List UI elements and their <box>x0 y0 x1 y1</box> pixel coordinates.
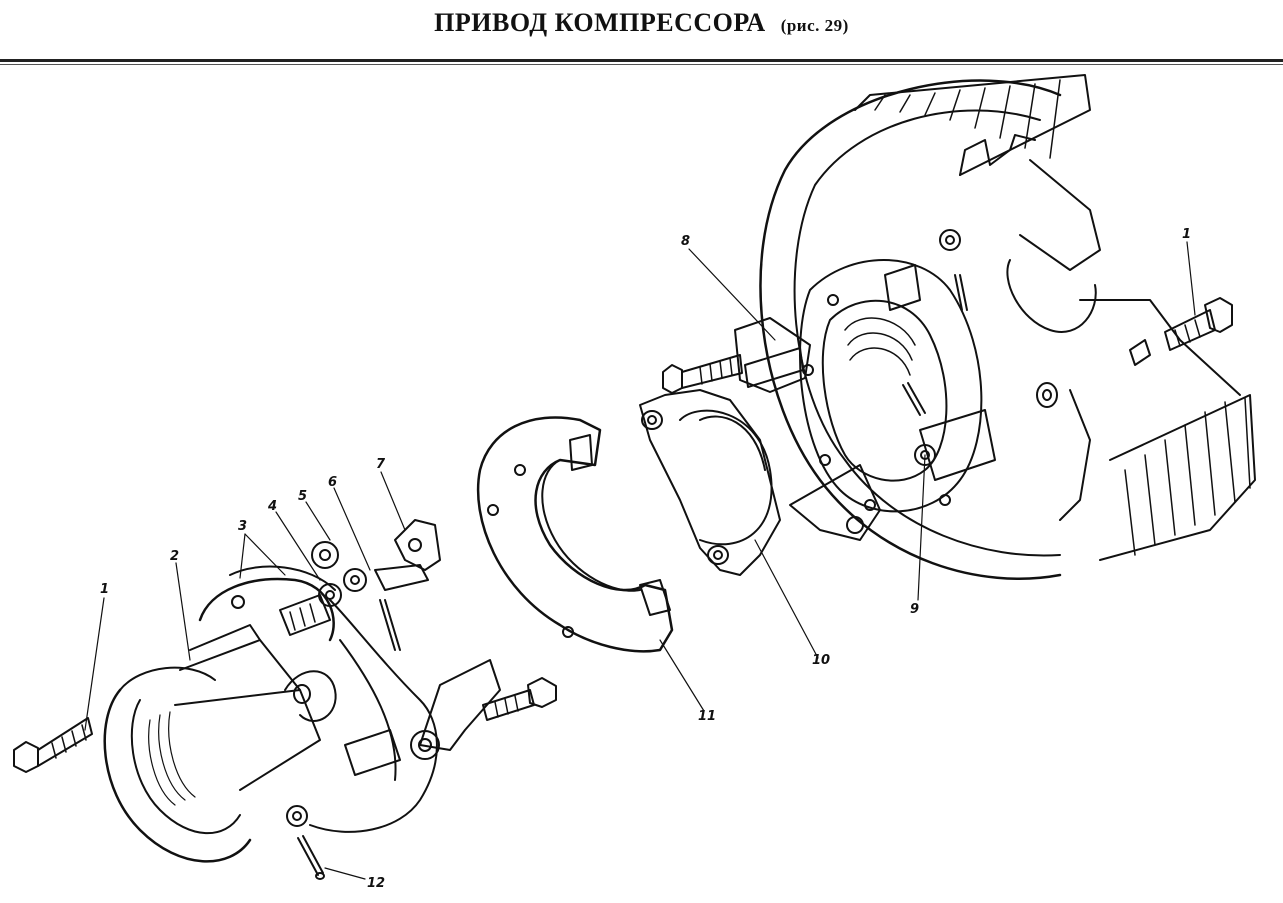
callout-6: 6 <box>328 475 337 490</box>
washer-bushing-part <box>311 519 441 651</box>
callout-1-right: 1 <box>1182 227 1191 242</box>
figure-reference: (рис. 29) <box>780 16 849 35</box>
hub-part <box>103 624 321 863</box>
lower-clamp-part <box>410 659 557 760</box>
callout-9: 9 <box>910 602 919 617</box>
clamp-segments-part <box>198 565 438 833</box>
page-title: ПРИВОД КОМПРЕССОРА (рис. 29) <box>0 8 1283 38</box>
header-rule-thick <box>0 59 1283 62</box>
page-header: ПРИВОД КОМПРЕССОРА (рис. 29) <box>0 0 1283 70</box>
ring-part <box>476 416 674 653</box>
callout-1-left: 1 <box>100 582 109 597</box>
callout-8: 8 <box>681 234 690 249</box>
callout-11: 11 <box>698 709 716 724</box>
bolt-upper-part <box>662 317 811 394</box>
cotter-pin-part <box>286 805 325 880</box>
leader-lines <box>84 241 1196 880</box>
pulley-part <box>759 74 1256 580</box>
bolt-right-part <box>1164 297 1233 351</box>
callout-7: 7 <box>376 457 386 472</box>
callout-10: 10 <box>812 653 830 668</box>
header-rule-thin <box>0 64 1283 65</box>
callout-2: 2 <box>170 549 179 564</box>
inner-disc-part <box>799 229 996 513</box>
title-text: ПРИВОД КОМПРЕССОРА <box>434 8 766 37</box>
callout-12: 12 <box>367 876 385 891</box>
callout-labels: 1 1 2 3 4 5 6 7 8 9 10 11 12 <box>100 227 1191 891</box>
bolt-left-part <box>13 717 93 773</box>
flange-part <box>639 389 881 576</box>
callout-4: 4 <box>267 499 277 514</box>
callout-3: 3 <box>238 519 247 534</box>
callout-5: 5 <box>298 489 307 504</box>
